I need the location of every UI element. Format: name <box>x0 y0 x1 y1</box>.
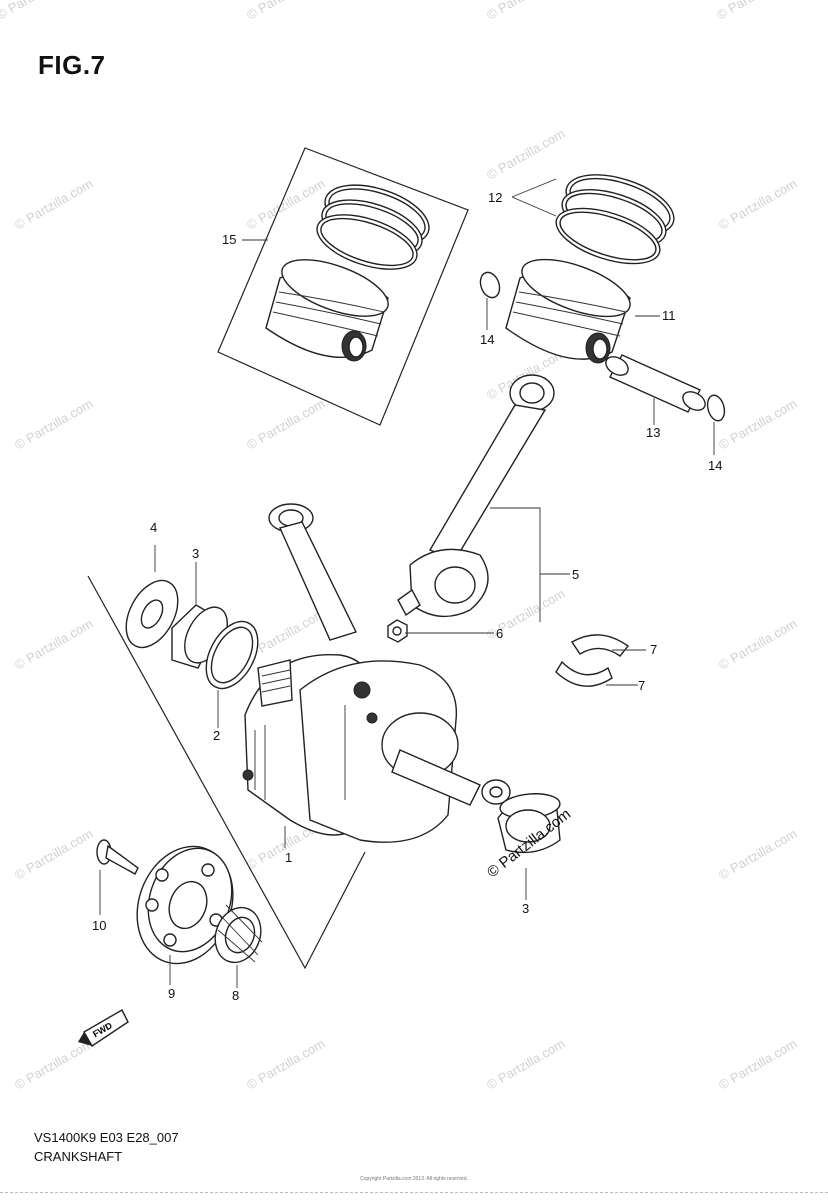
watermark: © Partzilla.com <box>714 0 797 23</box>
callout-crank-bearing-ring: 2 <box>213 728 220 743</box>
piston-assembly-group <box>217 147 469 426</box>
left-bearings-group <box>125 579 259 690</box>
watermark: © Partzilla.com <box>484 0 567 23</box>
watermark: © Partzilla.com <box>12 826 95 883</box>
diagram-name: CRANKSHAFT <box>34 1149 123 1164</box>
callout-rod-bearing: 7 <box>638 678 645 693</box>
starter-clutch-group <box>96 839 263 965</box>
callout-crankshaft: 1 <box>285 850 292 865</box>
callout-circlip: 14 <box>708 458 722 473</box>
watermark: © Partzilla.com <box>484 126 567 183</box>
watermark: © Partzilla.com <box>12 616 95 673</box>
watermark: © Partzilla.com <box>244 0 327 23</box>
watermark-layer: © Partzilla.com © Partzilla.com © Partzill… <box>0 0 799 1093</box>
diagram-code: VS1400K9 E03 E28_007 <box>34 1130 179 1145</box>
watermark: © Partzilla.com <box>716 176 799 233</box>
copyright-notice: Copyright Partzilla.com 2013. All rights… <box>360 1176 468 1182</box>
callout-rod-bearing: 7 <box>650 642 657 657</box>
piston-assembly-frame <box>217 147 469 426</box>
connecting-rod-group <box>387 374 630 687</box>
callout-starter-gear: 8 <box>232 988 239 1003</box>
crankshaft-group <box>87 503 511 970</box>
callout-piston-ring-set: 12 <box>488 190 502 205</box>
watermark: © Partzilla.com <box>244 396 327 453</box>
watermark: © Partzilla.com <box>716 1036 799 1093</box>
callout-rod-nut: 6 <box>496 626 503 641</box>
callout-piston-assembly: 15 <box>222 232 236 247</box>
figure-title: FIG.7 <box>38 50 106 80</box>
callout-circlip: 14 <box>480 332 494 347</box>
callout-connecting-rod: 5 <box>572 567 579 582</box>
watermark: © Partzilla.com <box>716 826 799 883</box>
watermark: © Partzilla.com <box>12 1036 95 1093</box>
fwd-arrow-icon: FWD <box>78 1009 129 1047</box>
bottom-rule <box>0 1192 828 1193</box>
callout-piston: 11 <box>662 308 676 323</box>
crankshaft-frame <box>87 575 366 970</box>
watermark: © Partzilla.com <box>716 396 799 453</box>
piston-group-right <box>479 174 726 422</box>
callout-crank-bearing: 3 <box>192 546 199 561</box>
watermark: © Partzilla.com <box>12 176 95 233</box>
callout-crank-bearing: 3 <box>522 901 529 916</box>
watermark: © Partzilla.com <box>244 1036 327 1093</box>
watermark: © Partzilla.com <box>244 176 327 233</box>
watermark: © Partzilla.com <box>12 396 95 453</box>
callout-starter-clutch: 9 <box>168 986 175 1001</box>
callout-thrust-washer: 4 <box>150 520 157 535</box>
right-bearing-group <box>497 793 561 854</box>
watermark: © Partzilla.com <box>0 0 77 23</box>
callout-bolt: 10 <box>92 918 106 933</box>
callout-piston-pin: 13 <box>646 425 660 440</box>
watermark: © Partzilla.com <box>716 616 799 673</box>
leader-lines <box>99 178 715 988</box>
watermark: © Partzilla.com <box>484 1036 567 1093</box>
